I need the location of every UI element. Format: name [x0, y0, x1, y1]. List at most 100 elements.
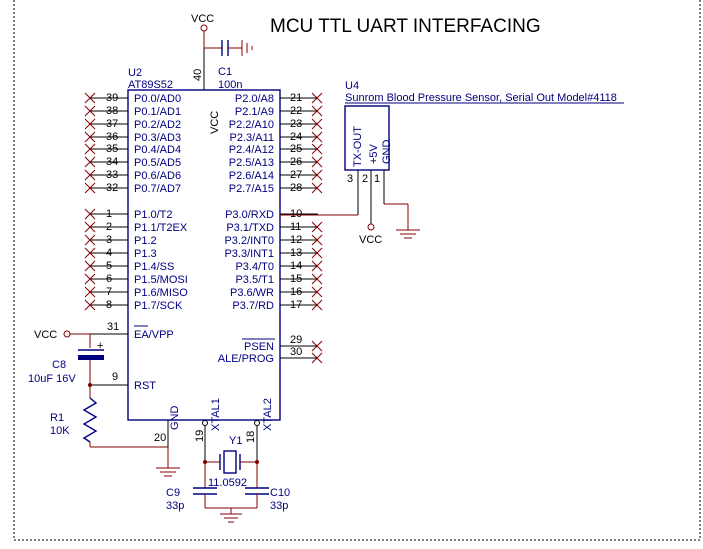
pin-18-num: 18	[245, 431, 257, 443]
pin-11-name: P3.1/TXD	[226, 222, 274, 234]
pin-2-name: P1.1/T2EX	[134, 222, 188, 234]
u4-body	[344, 105, 390, 171]
pin-22-num: 22	[290, 105, 302, 117]
pin-19-name: XTAL1	[210, 398, 222, 431]
nc-29-b	[311, 340, 323, 352]
pin-9-num: 9	[112, 371, 118, 383]
c8-value: 10uF 16V	[28, 373, 76, 385]
pin-27-name: P2.6/A14	[229, 170, 274, 182]
pin-18-name: XTAL2	[262, 398, 274, 431]
pin-13-num: 13	[290, 247, 302, 259]
pin-10-num: 10	[290, 208, 302, 220]
c8-polarity: +	[97, 340, 103, 352]
pin-26-name: P2.5/A13	[229, 157, 274, 169]
pin-13-name: P3.3/INT1	[224, 248, 274, 260]
u4-pin-3-num: 3	[347, 173, 353, 185]
c8-ref: C8	[52, 359, 66, 371]
pin-39-name: P0.0/AD0	[134, 93, 181, 105]
u4-pin-1-num: 1	[374, 173, 380, 185]
pin-23-name: P2.2/A10	[229, 119, 274, 131]
pin-34-name: P0.5/AD5	[134, 157, 181, 169]
vcc-ea-port	[63, 330, 71, 338]
c10-value: 33p	[270, 500, 288, 512]
nc-30-b	[311, 352, 323, 364]
nc-35-b	[84, 143, 96, 155]
pin-35-num: 35	[106, 143, 118, 155]
nc-33-b	[84, 169, 96, 181]
pin-8-name: P1.7/SCK	[134, 300, 183, 312]
pin-19-num: 19	[194, 430, 206, 442]
pin-1-num: 1	[106, 208, 112, 220]
nc-11-b	[311, 221, 323, 233]
pin-23-num: 23	[290, 118, 302, 130]
nc-24-b	[311, 131, 323, 143]
pin-12-num: 12	[290, 234, 302, 246]
pin-40-name: VCC	[209, 111, 221, 134]
pin-24-name: P2.3/A11	[230, 132, 274, 144]
pin-38-num: 38	[106, 105, 118, 117]
nc-8-b	[84, 299, 96, 311]
pin-2-num: 2	[106, 221, 112, 233]
nc-32-b	[84, 182, 96, 194]
pin-19-dot	[202, 420, 208, 426]
pin-7-name: P1.6/MISO	[134, 287, 188, 299]
pin-20-name: GND	[169, 406, 181, 431]
nc-12-b	[311, 234, 323, 246]
pin-28-name: P2.7/A15	[229, 183, 274, 195]
nc-37-b	[84, 118, 96, 130]
pin-22-name: P2.1/A9	[235, 106, 274, 118]
pin-36-name: P0.3/AD3	[134, 132, 181, 144]
pin-24-num: 24	[290, 131, 302, 143]
u2-part: AT89S52	[128, 79, 173, 91]
pin-5-num: 5	[106, 260, 112, 272]
nc-22-b	[311, 105, 323, 117]
pin-7-num: 7	[106, 286, 112, 298]
u4-pin-2-name: +5V	[368, 143, 380, 164]
pin-30-name: ALE/PROG	[218, 353, 274, 365]
nc-17-b	[311, 299, 323, 311]
u4-pin-3-name: TX-OUT	[352, 126, 364, 167]
pin-31-num: 31	[107, 321, 119, 333]
vcc-ea-label: VCC	[34, 329, 57, 341]
pin-33-num: 33	[106, 169, 118, 181]
pin-14-name: P3.4/T0	[235, 261, 274, 273]
pin-5-name: P1.4/SS	[134, 261, 174, 273]
nc-2-b	[84, 221, 96, 233]
pin-27-num: 27	[290, 169, 302, 181]
r1-value: 10K	[50, 425, 70, 437]
pin-32-name: P0.7/AD7	[134, 183, 181, 195]
nc-21-b	[311, 92, 323, 104]
pin-15-num: 15	[290, 273, 302, 285]
nc-4-b	[84, 247, 96, 259]
nc-3-b	[84, 234, 96, 246]
u4-pin-1-name: GND	[381, 140, 393, 165]
c8-plate-bottom	[78, 355, 104, 360]
u4-ref: U4	[345, 80, 359, 92]
pin-15-name: P3.5/T1	[235, 274, 274, 286]
vcc-u4-port	[367, 223, 375, 231]
u4-pin-2-num: 2	[362, 173, 368, 185]
pin-35-name: P0.4/AD4	[134, 144, 181, 156]
pin-6-name: P1.5/MOSI	[134, 274, 188, 286]
pin-3-name: P1.2	[134, 235, 157, 247]
nc-27-b	[311, 169, 323, 181]
nc-14-b	[311, 260, 323, 272]
pin-17-name: P3.7/RD	[232, 300, 274, 312]
nc-39-b	[84, 92, 96, 104]
pin-9-name: RST	[134, 380, 156, 392]
pin-4-name: P1.3	[134, 248, 157, 260]
pin-31-name: EA/VPP	[134, 329, 174, 341]
pin-37-name: P0.2/AD2	[134, 119, 181, 131]
y1-value: 11.0592	[208, 477, 247, 489]
nc-7-b	[84, 286, 96, 298]
pin-21-num: 21	[290, 92, 302, 104]
nc-16-b	[311, 286, 323, 298]
pin-38-name: P0.1/AD1	[134, 106, 181, 118]
c10-ref: C10	[270, 487, 290, 499]
nc-13-b	[311, 247, 323, 259]
pin-12-name: P3.2/INT0	[224, 235, 274, 247]
nc-38-b	[84, 105, 96, 117]
pin-33-name: P0.6/AD6	[134, 170, 181, 182]
u4-description: Sunrom Blood Pressure Sensor, Serial Out…	[345, 92, 617, 104]
pin-10-name: P3.0/RXD	[225, 209, 274, 221]
